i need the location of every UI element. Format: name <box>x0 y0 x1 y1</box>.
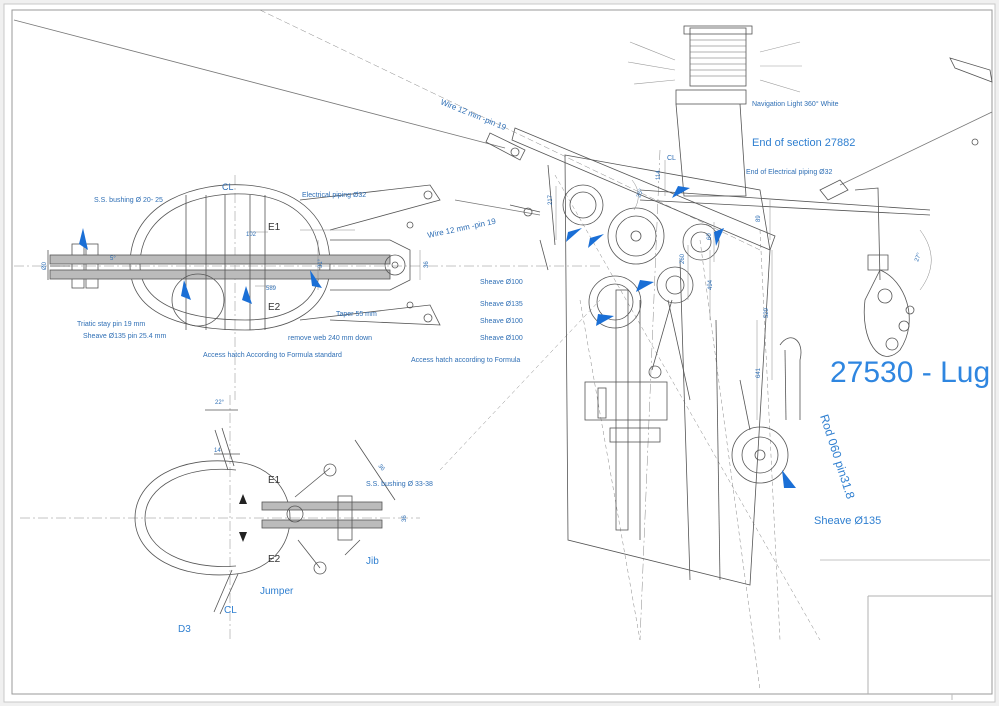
paper <box>3 3 996 703</box>
dim-27: 27° <box>914 252 923 263</box>
dim-5: 5° <box>110 256 116 262</box>
jumper-label: Jumper <box>260 586 294 597</box>
dim-102: 102 <box>246 232 257 238</box>
dim-589: 589 <box>266 286 277 292</box>
drawing-title: 27530 - Lug <box>830 356 990 389</box>
dim-60: 60 <box>707 233 713 240</box>
dim-260: 260 <box>680 253 686 264</box>
remove-web-label: remove web 240 mm down <box>288 335 372 342</box>
dim-14: 14 <box>214 448 221 454</box>
e1-label-top: E1 <box>268 222 281 233</box>
section-top-left <box>47 184 441 331</box>
sheave-100-c-label: Sheave Ø100 <box>480 335 523 342</box>
ss-bushing-20-label: S.S. bushing Ø 20- 25 <box>94 197 163 204</box>
sheave-100-a-label: Sheave Ø100 <box>480 279 523 286</box>
sheave-135-b-label: Sheave Ø135 <box>814 515 881 527</box>
dim-89: 89 <box>756 215 762 222</box>
sheave-135-pin-label: Sheave Ø135 pin 25.4 mm <box>83 333 166 340</box>
end-electrical-label: End of Electrical piping Ø32 <box>746 169 832 176</box>
dim-494: 494 <box>708 279 714 290</box>
d3-label: D3 <box>178 624 191 635</box>
jib-label: Jib <box>366 556 379 567</box>
dim-36-bottom: 36 <box>376 463 385 472</box>
access-hatch-std-label: Access hatch According to Formula standa… <box>203 352 342 359</box>
access-hatch-formula-label: Access hatch according to Formula <box>411 357 520 364</box>
mast-head-assembly <box>13 19 993 586</box>
electrical-piping-label: Electrical piping Ø32 <box>302 192 366 199</box>
dim-25: 25° <box>636 188 645 199</box>
sheave-135-a-label: Sheave Ø135 <box>480 301 523 308</box>
section-bottom-left <box>134 409 396 615</box>
bottom-left-arrows <box>239 494 247 542</box>
dim-641: 641 <box>756 367 762 378</box>
cl-mast-label: CL <box>667 155 676 162</box>
triatic-label: Triatic stay pin 19 mm <box>77 321 145 328</box>
mast-arrows <box>566 186 796 488</box>
e2-label-bottom: E2 <box>268 554 281 565</box>
dim-22: 22° <box>215 400 225 406</box>
dim-36: 36 <box>424 261 430 268</box>
cl-label-bottom: CL <box>224 605 237 616</box>
construction-lines <box>14 9 990 691</box>
sheave-100-b-label: Sheave Ø100 <box>480 318 523 325</box>
mast-dimension-lines <box>555 160 932 420</box>
end-section-label: End of section 27882 <box>752 137 855 149</box>
top-left-arrows <box>79 228 322 304</box>
dim-217: 217 <box>548 194 554 205</box>
drawing-frame <box>11 9 993 695</box>
dim-31: 31° <box>318 258 324 268</box>
e2-label-top: E2 <box>268 302 281 313</box>
dim-36-right: 36 <box>402 515 408 522</box>
nav-light-label: Navigation Light 360° White <box>752 100 839 108</box>
title-block-frame <box>867 595 992 694</box>
dim-529: 529 <box>764 307 770 318</box>
top-left-dimensions <box>248 229 421 290</box>
cl-label-top: CL <box>222 182 234 192</box>
ss-bushing-33-label: S.S. bushing Ø 33-38 <box>366 481 433 488</box>
taper-label: Taper 55 mm <box>336 311 377 318</box>
dim-80: Ø0 <box>42 261 48 270</box>
e1-label-bottom: E1 <box>268 475 281 486</box>
dim-114: 114 <box>656 170 662 180</box>
